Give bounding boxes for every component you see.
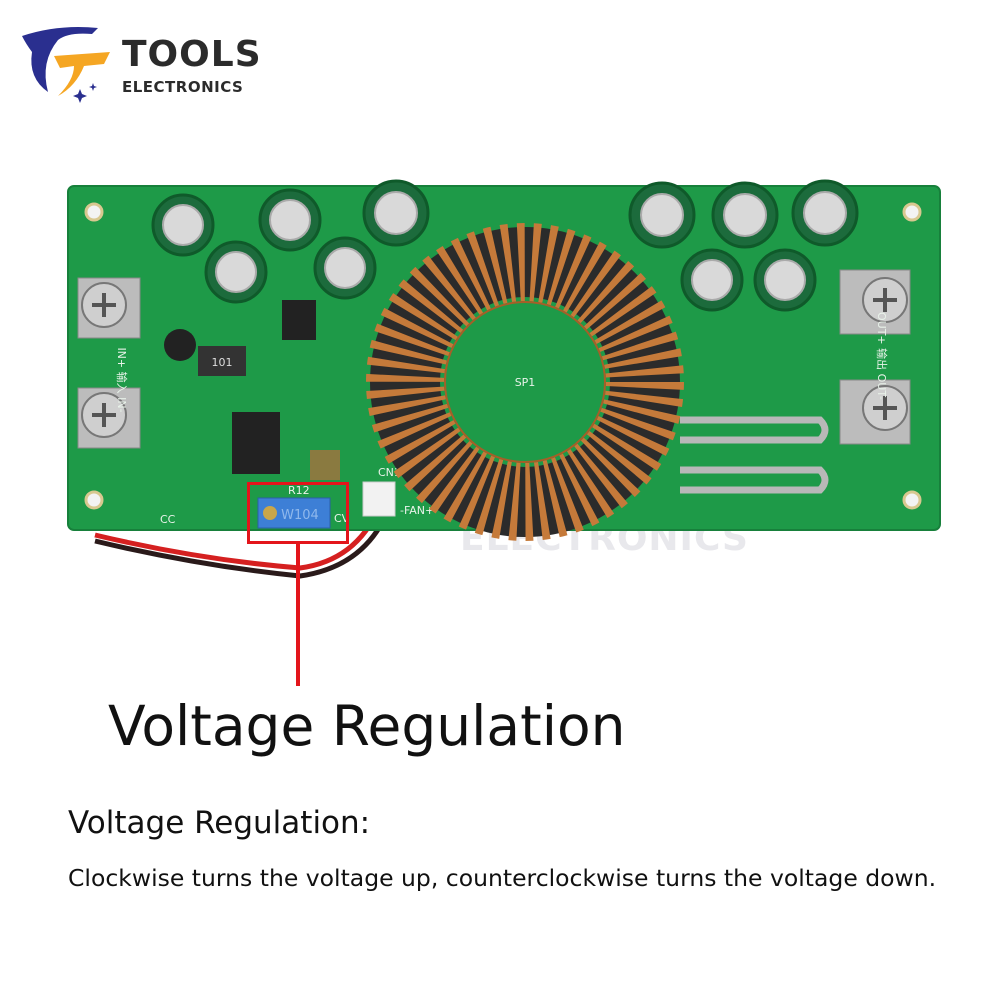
output-terminals: [839, 269, 911, 445]
pcb-board-image: 101 IN+ 输入 IN- OUT+ 输出 OUT- -FAN+ CV CC …: [67, 179, 941, 579]
brand-subname: ELECTRONICS: [122, 78, 244, 96]
callout-highlight-box: [247, 482, 349, 544]
capacitors: [151, 179, 859, 312]
sp1-label: SP1: [515, 376, 536, 389]
output-label: OUT+ 输出 OUT-: [875, 312, 889, 400]
inductor-label: 101: [212, 356, 233, 369]
brand-logo: [18, 22, 258, 104]
input-label: IN+ 输入 IN-: [115, 347, 129, 412]
potentiometer: W104: [257, 497, 331, 529]
input-terminals: [77, 277, 141, 449]
r12-label: R12: [288, 484, 310, 497]
toroid-inductor: [366, 223, 684, 541]
callout-title: Voltage Regulation: [108, 694, 626, 758]
brand-name: TOOLS: [122, 34, 262, 75]
logo-mark-icon: [22, 27, 110, 103]
potentiometer-marking: W104: [281, 508, 319, 523]
cn1-label: CN1: [378, 466, 401, 479]
cc-label: CC: [160, 513, 176, 526]
fan-label: -FAN+: [400, 504, 434, 517]
description-heading: Voltage Regulation:: [68, 805, 371, 841]
callout-pointer-line: [296, 544, 300, 686]
description-text: Clockwise turns the voltage up, counterc…: [68, 864, 937, 892]
cv-label: CV: [334, 512, 350, 525]
